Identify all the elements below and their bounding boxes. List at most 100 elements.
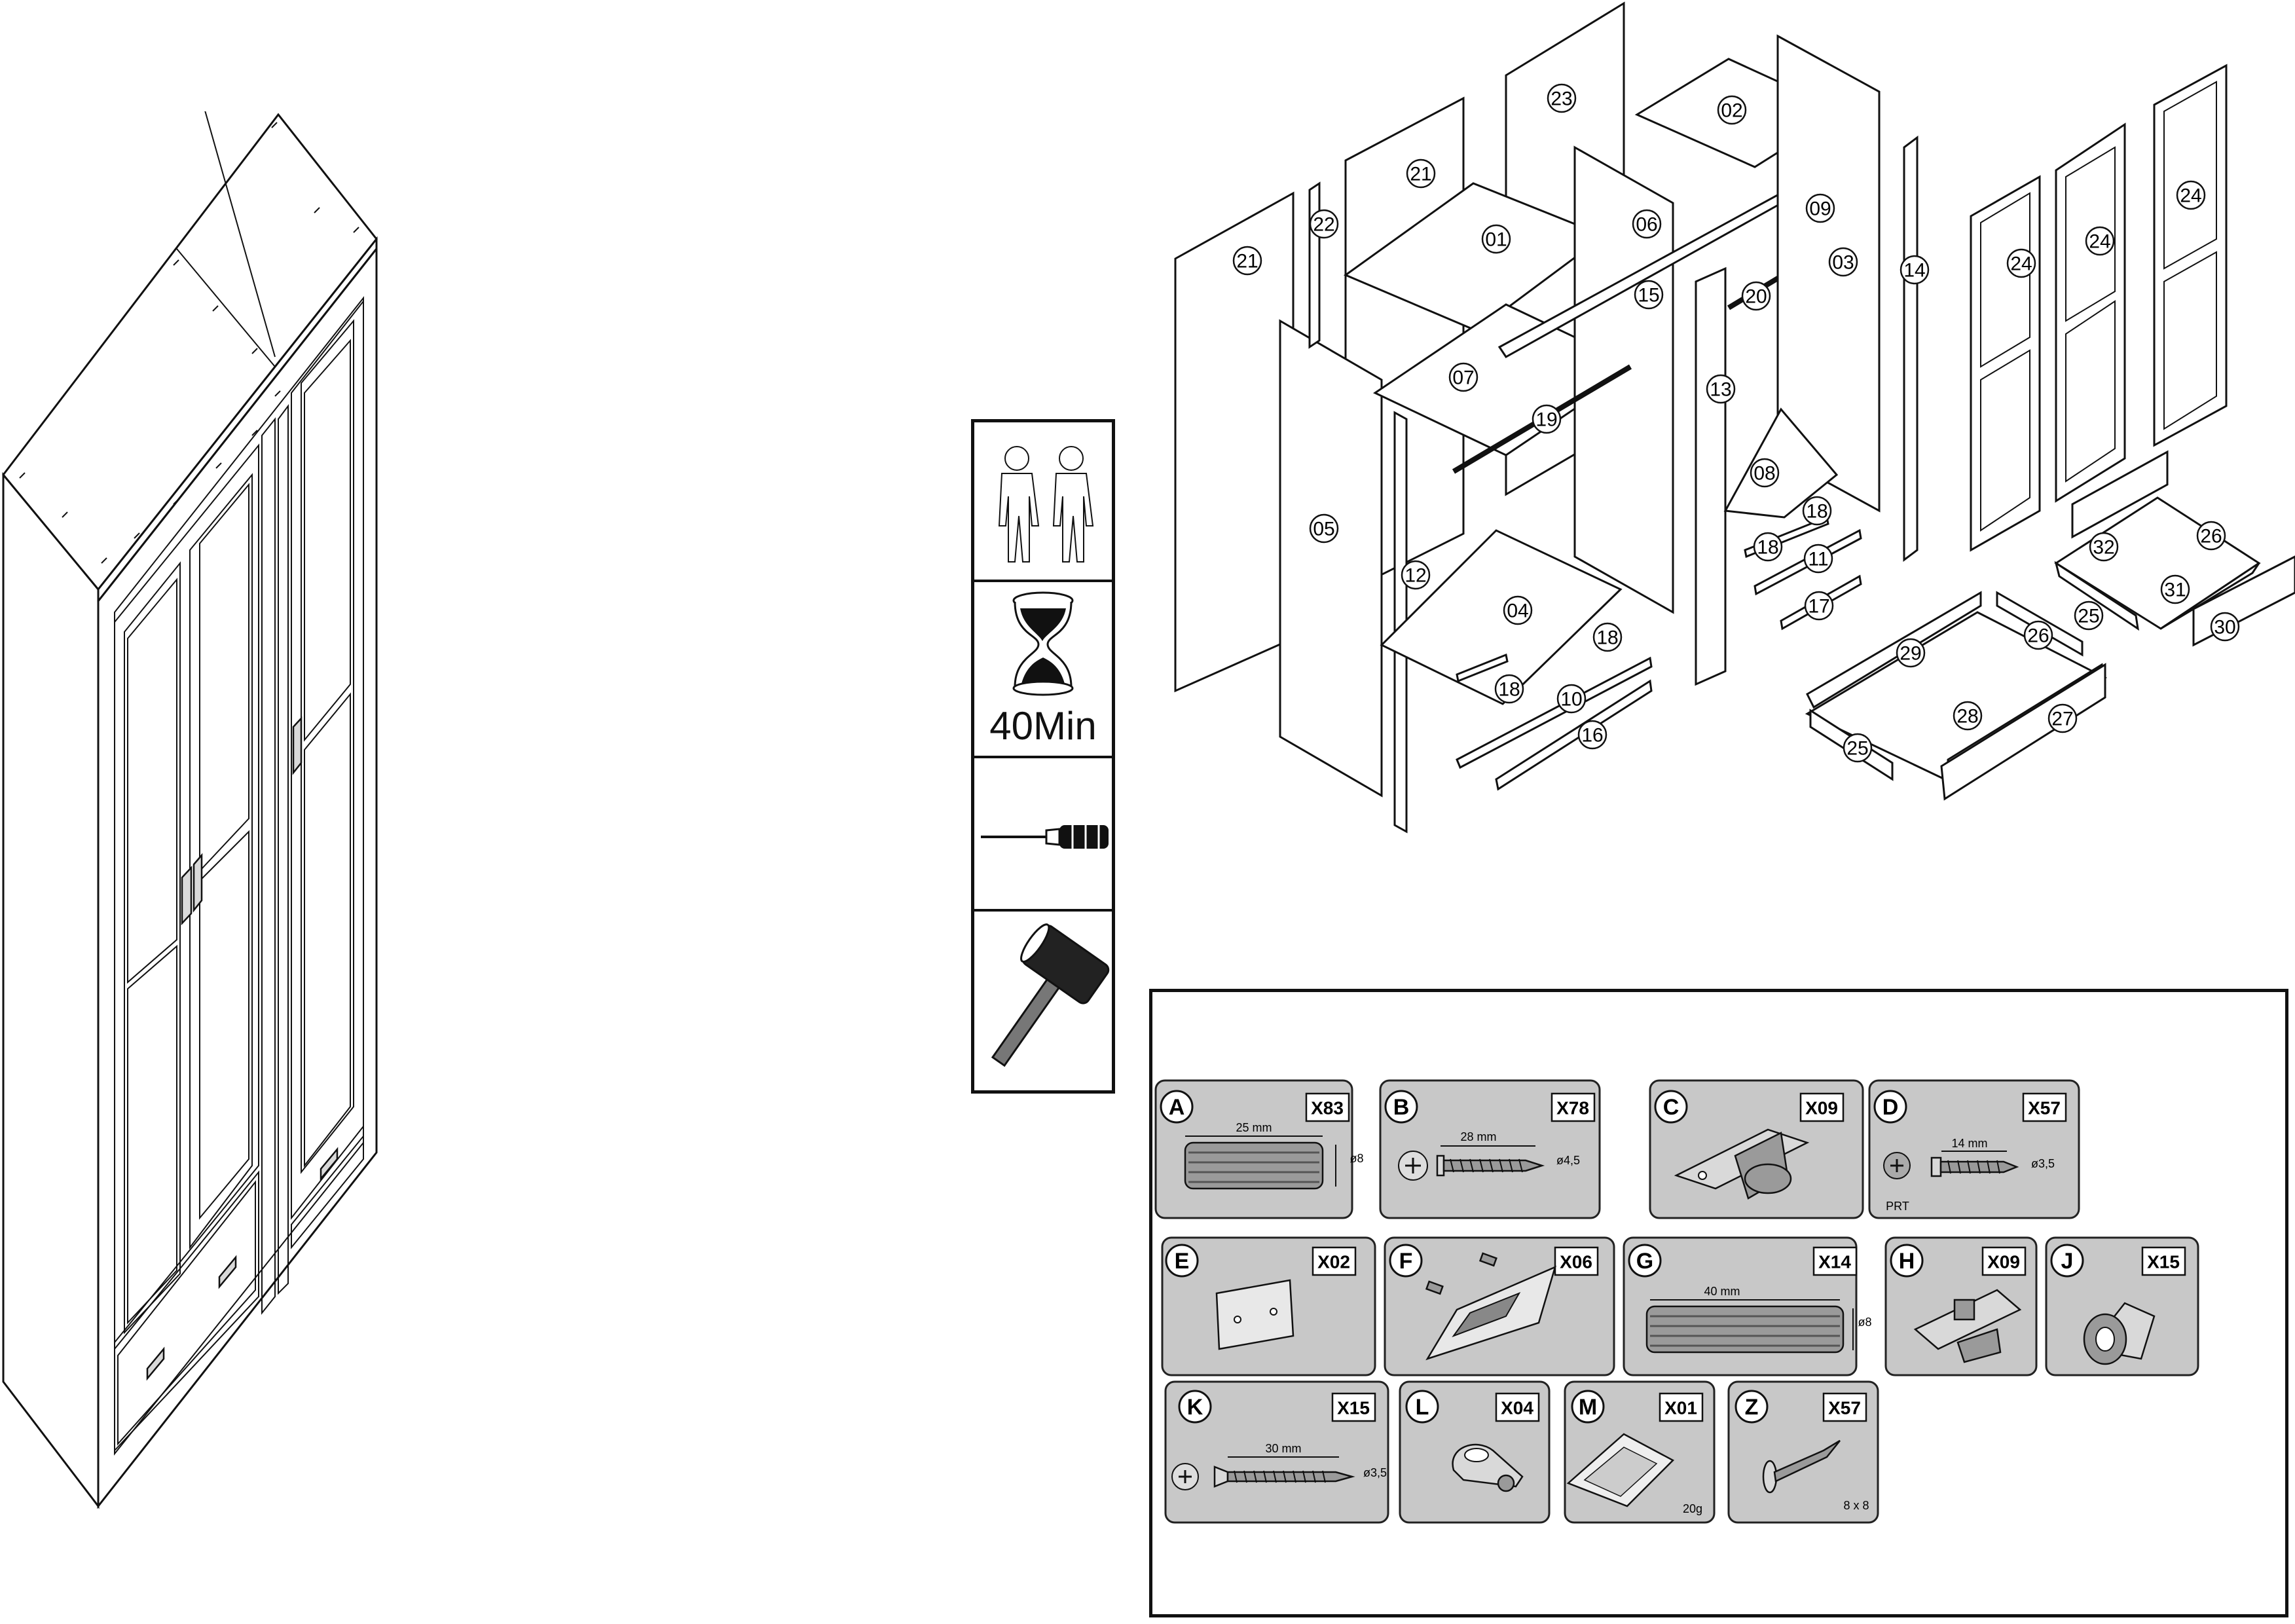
part-label-26: 26	[2023, 620, 2053, 650]
note-d: PRT	[1886, 1200, 1909, 1213]
svg-text:06: 06	[1636, 214, 1657, 236]
part-label-22: 22	[1309, 209, 1339, 239]
hardware-letter-l: L	[1405, 1390, 1439, 1424]
hardware-qty-h: X09	[1981, 1246, 2027, 1276]
part-label-23: 23	[1547, 83, 1577, 113]
hardware-letter-k: K	[1178, 1390, 1212, 1424]
svg-text:18: 18	[1806, 501, 1827, 523]
long-screw-icon	[1171, 1456, 1355, 1490]
hardware-letter-j: J	[2050, 1244, 2084, 1278]
svg-text:18: 18	[1757, 537, 1778, 559]
part-label-24: 24	[2006, 248, 2036, 278]
dia-a: ø8	[1349, 1152, 1363, 1165]
dia-g: ø8	[1858, 1316, 1871, 1329]
svg-text:05: 05	[1313, 519, 1334, 540]
svg-text:F: F	[1399, 1249, 1413, 1274]
mallet-cell	[974, 912, 1112, 1090]
svg-text:20: 20	[1745, 286, 1767, 308]
part-label-25: 25	[2074, 600, 2104, 631]
long-dowel-icon	[1645, 1299, 1854, 1354]
door-24-center	[2055, 122, 2126, 503]
hardware-qty-l: X04	[1495, 1392, 1540, 1422]
svg-text:G: G	[1636, 1249, 1653, 1274]
hardware-card-b	[1379, 1079, 1601, 1219]
svg-text:12: 12	[1405, 565, 1426, 587]
part-label-01: 01	[1481, 224, 1511, 254]
svg-text:X57: X57	[2028, 1098, 2061, 1118]
svg-text:13: 13	[1710, 379, 1731, 401]
part-label-14: 14	[1900, 255, 1930, 285]
svg-text:X15: X15	[1337, 1398, 1370, 1418]
glue-bag-icon	[1566, 1433, 1675, 1507]
svg-text:24: 24	[2089, 231, 2110, 253]
svg-text:17: 17	[1808, 596, 1829, 618]
svg-text:01: 01	[1485, 229, 1507, 251]
hourglass-icon	[1012, 591, 1074, 696]
divider-panel-06	[1573, 145, 1674, 614]
svg-text:J: J	[2061, 1249, 2074, 1274]
connector-plate-icon	[1215, 1279, 1294, 1350]
hardware-qty-g: X14	[1812, 1246, 1858, 1276]
part-label-18: 18	[1592, 622, 1623, 652]
svg-text:30: 30	[2214, 617, 2235, 638]
part-label-03: 03	[1828, 247, 1858, 277]
part-label-29: 29	[1896, 638, 1926, 668]
part-label-13: 13	[1706, 374, 1736, 404]
hardware-letter-m: M	[1571, 1390, 1605, 1424]
svg-text:14: 14	[1903, 260, 1925, 282]
cam-lock-icon	[2083, 1302, 2156, 1365]
part-label-18: 18	[1802, 496, 1832, 526]
svg-text:15: 15	[1638, 285, 1659, 306]
hardware-qty-a: X83	[1305, 1092, 1350, 1122]
hardware-letter-e: E	[1165, 1244, 1199, 1278]
svg-text:29: 29	[1900, 643, 1921, 665]
part-label-04: 04	[1503, 595, 1533, 625]
part-label-28: 28	[1953, 701, 1983, 731]
svg-text:03: 03	[1832, 252, 1854, 274]
svg-text:C: C	[1663, 1095, 1680, 1120]
hardware-qty-j: X15	[2141, 1246, 2186, 1276]
dim-b: 28 mm	[1460, 1130, 1496, 1143]
shelf-support-icon	[1452, 1443, 1524, 1492]
svg-text:D: D	[1882, 1095, 1899, 1120]
hardware-qty-b: X78	[1551, 1092, 1596, 1122]
part-label-08: 08	[1750, 458, 1780, 488]
svg-text:K: K	[1187, 1395, 1203, 1420]
hardware-qty-e: X02	[1312, 1246, 1357, 1276]
svg-text:11: 11	[1808, 549, 1828, 570]
part-label-20: 20	[1741, 281, 1771, 311]
part-label-24: 24	[2085, 226, 2115, 256]
part-label-32: 32	[2089, 532, 2119, 562]
dim-g: 40 mm	[1704, 1285, 1740, 1298]
part-label-21: 21	[1406, 158, 1436, 189]
svg-text:X04: X04	[1501, 1398, 1533, 1418]
side-panel-03	[1776, 34, 1881, 513]
two-people-icon	[998, 446, 1094, 563]
bottom-panel-04	[1380, 529, 1623, 705]
part-number-labels: 01 02 03 04 05 06 07 08 09 10 11 12 13 1…	[1232, 83, 2240, 763]
svg-text:26: 26	[2200, 526, 2222, 547]
dim-a: 25 mm	[1236, 1121, 1272, 1134]
dim-k: 30 mm	[1265, 1442, 1301, 1455]
svg-text:10: 10	[1560, 689, 1582, 710]
dim-d: 14 mm	[1951, 1137, 1987, 1150]
svg-text:04: 04	[1507, 600, 1528, 622]
svg-text:23: 23	[1551, 88, 1572, 110]
svg-text:X09: X09	[1805, 1098, 1838, 1118]
side-panel-05	[1279, 319, 1383, 798]
svg-text:X14: X14	[1818, 1252, 1851, 1272]
svg-text:X83: X83	[1311, 1098, 1344, 1118]
svg-text:X15: X15	[2147, 1252, 2180, 1272]
part-label-09: 09	[1805, 193, 1835, 223]
part-label-19: 19	[1532, 404, 1562, 434]
svg-text:X57: X57	[1828, 1398, 1861, 1418]
svg-text:07: 07	[1452, 367, 1474, 389]
svg-text:21: 21	[1236, 251, 1258, 272]
assembled-wardrobe-drawing	[2, 111, 378, 1509]
part-label-11: 11	[1803, 544, 1833, 574]
screw-icon	[1398, 1145, 1545, 1181]
hardware-qty-c: X09	[1799, 1092, 1845, 1122]
svg-text:26: 26	[2027, 625, 2049, 647]
assembly-time: 40Min	[989, 704, 1097, 748]
hardware-letter-d: D	[1873, 1090, 1907, 1124]
